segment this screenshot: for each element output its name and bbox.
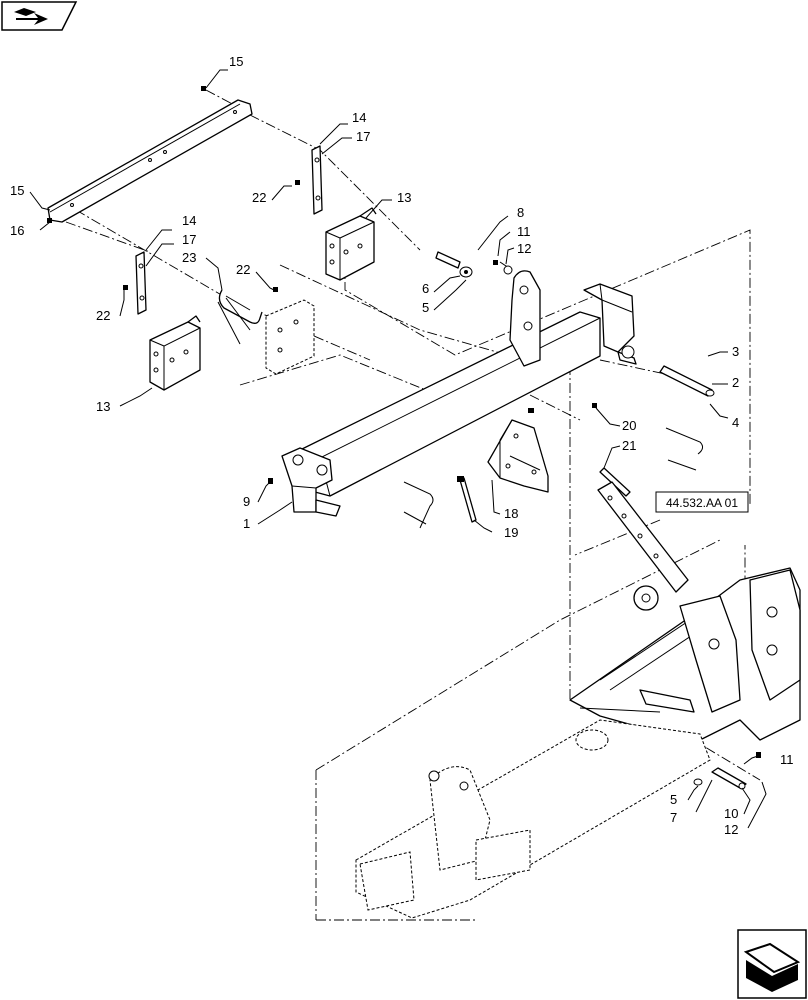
callout-3: 3 <box>732 344 739 359</box>
u-bolt <box>217 289 263 345</box>
pivot-bolt <box>435 251 513 278</box>
main-beam <box>281 270 637 517</box>
callout-2: 2 <box>732 375 739 390</box>
pin <box>659 365 715 397</box>
callout-10: 10 <box>724 806 738 821</box>
callout-22-lower: 22 <box>96 308 110 323</box>
callout-13-upper: 13 <box>397 190 411 205</box>
hidden-plate <box>265 299 315 375</box>
callout-17-upper: 17 <box>356 129 370 144</box>
callout-4: 4 <box>732 415 739 430</box>
bracket-upper <box>325 207 377 281</box>
callout-14-upper: 14 <box>352 110 366 125</box>
callout-18: 18 <box>504 506 518 521</box>
callout-22-upper: 22 <box>252 190 266 205</box>
lower-pins <box>693 752 761 790</box>
book-arrow-icon[interactable] <box>1 1 78 31</box>
callout-12-bottom: 12 <box>724 822 738 837</box>
callout-11-bottom: 11 <box>780 752 794 767</box>
bracket-lower <box>149 315 201 391</box>
drawbar-arm <box>597 481 689 611</box>
small-bolts <box>47 86 597 484</box>
strap-upper <box>311 145 323 215</box>
strap-lower <box>135 251 147 315</box>
callout-20: 20 <box>622 418 636 433</box>
callout-1: 1 <box>243 516 250 531</box>
callout-5-top: 5 <box>422 300 429 315</box>
reference-text: 44.532.AA 01 <box>666 496 738 510</box>
callout-13-lower: 13 <box>96 399 110 414</box>
callout-14-lower: 14 <box>182 213 196 228</box>
callout-22-middle: 22 <box>236 262 250 277</box>
long-bolts <box>403 427 704 529</box>
callouts: 15 14 17 15 13 22 16 14 17 23 22 8 11 12… <box>10 54 794 837</box>
callout-17-lower: 17 <box>182 232 196 247</box>
callout-9: 9 <box>243 494 250 509</box>
callout-19: 19 <box>504 525 518 540</box>
lower-frame <box>355 719 711 919</box>
callout-15-left: 15 <box>10 183 24 198</box>
callout-11-top: 11 <box>517 224 531 239</box>
callout-7: 7 <box>670 810 677 825</box>
leader-lines <box>29 69 767 829</box>
reference-box[interactable]: 44.532.AA 01 <box>655 491 749 513</box>
callout-12-top: 12 <box>517 241 531 256</box>
plate-assembly <box>487 419 549 493</box>
callout-6: 6 <box>422 281 429 296</box>
callout-16: 16 <box>10 223 24 238</box>
callout-8: 8 <box>517 205 524 220</box>
callout-23: 23 <box>182 250 196 265</box>
next-page-arrow-icon[interactable] <box>737 929 807 999</box>
callout-15-top: 15 <box>229 54 243 69</box>
callout-21: 21 <box>622 438 636 453</box>
callout-5-bottom: 5 <box>670 792 677 807</box>
top-cross-bar <box>47 99 253 223</box>
hitch-frame <box>569 567 801 741</box>
